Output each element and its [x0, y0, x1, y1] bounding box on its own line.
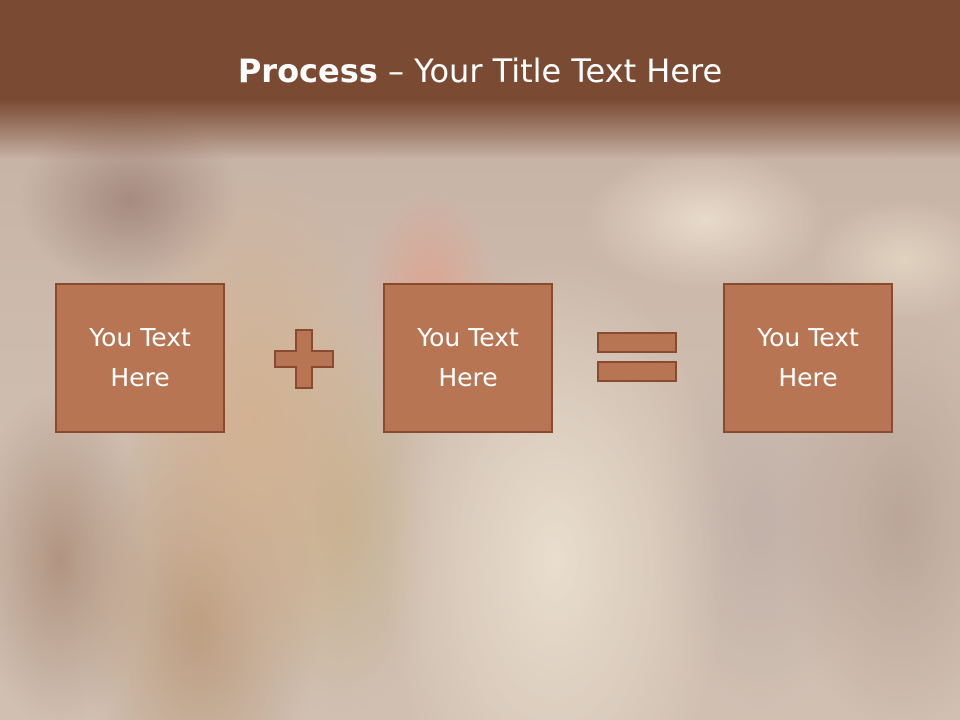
equals-icon	[597, 332, 677, 382]
process-box-3: You Text Here	[723, 283, 893, 433]
process-box-2: You Text Here	[383, 283, 553, 433]
title-rest: – Your Title Text Here	[377, 52, 723, 90]
slide-title: Process – Your Title Text Here	[0, 52, 960, 90]
title-bold: Process	[237, 52, 378, 90]
plus-icon	[274, 329, 334, 389]
process-box-1: You Text Here	[55, 283, 225, 433]
header-band	[0, 0, 960, 160]
